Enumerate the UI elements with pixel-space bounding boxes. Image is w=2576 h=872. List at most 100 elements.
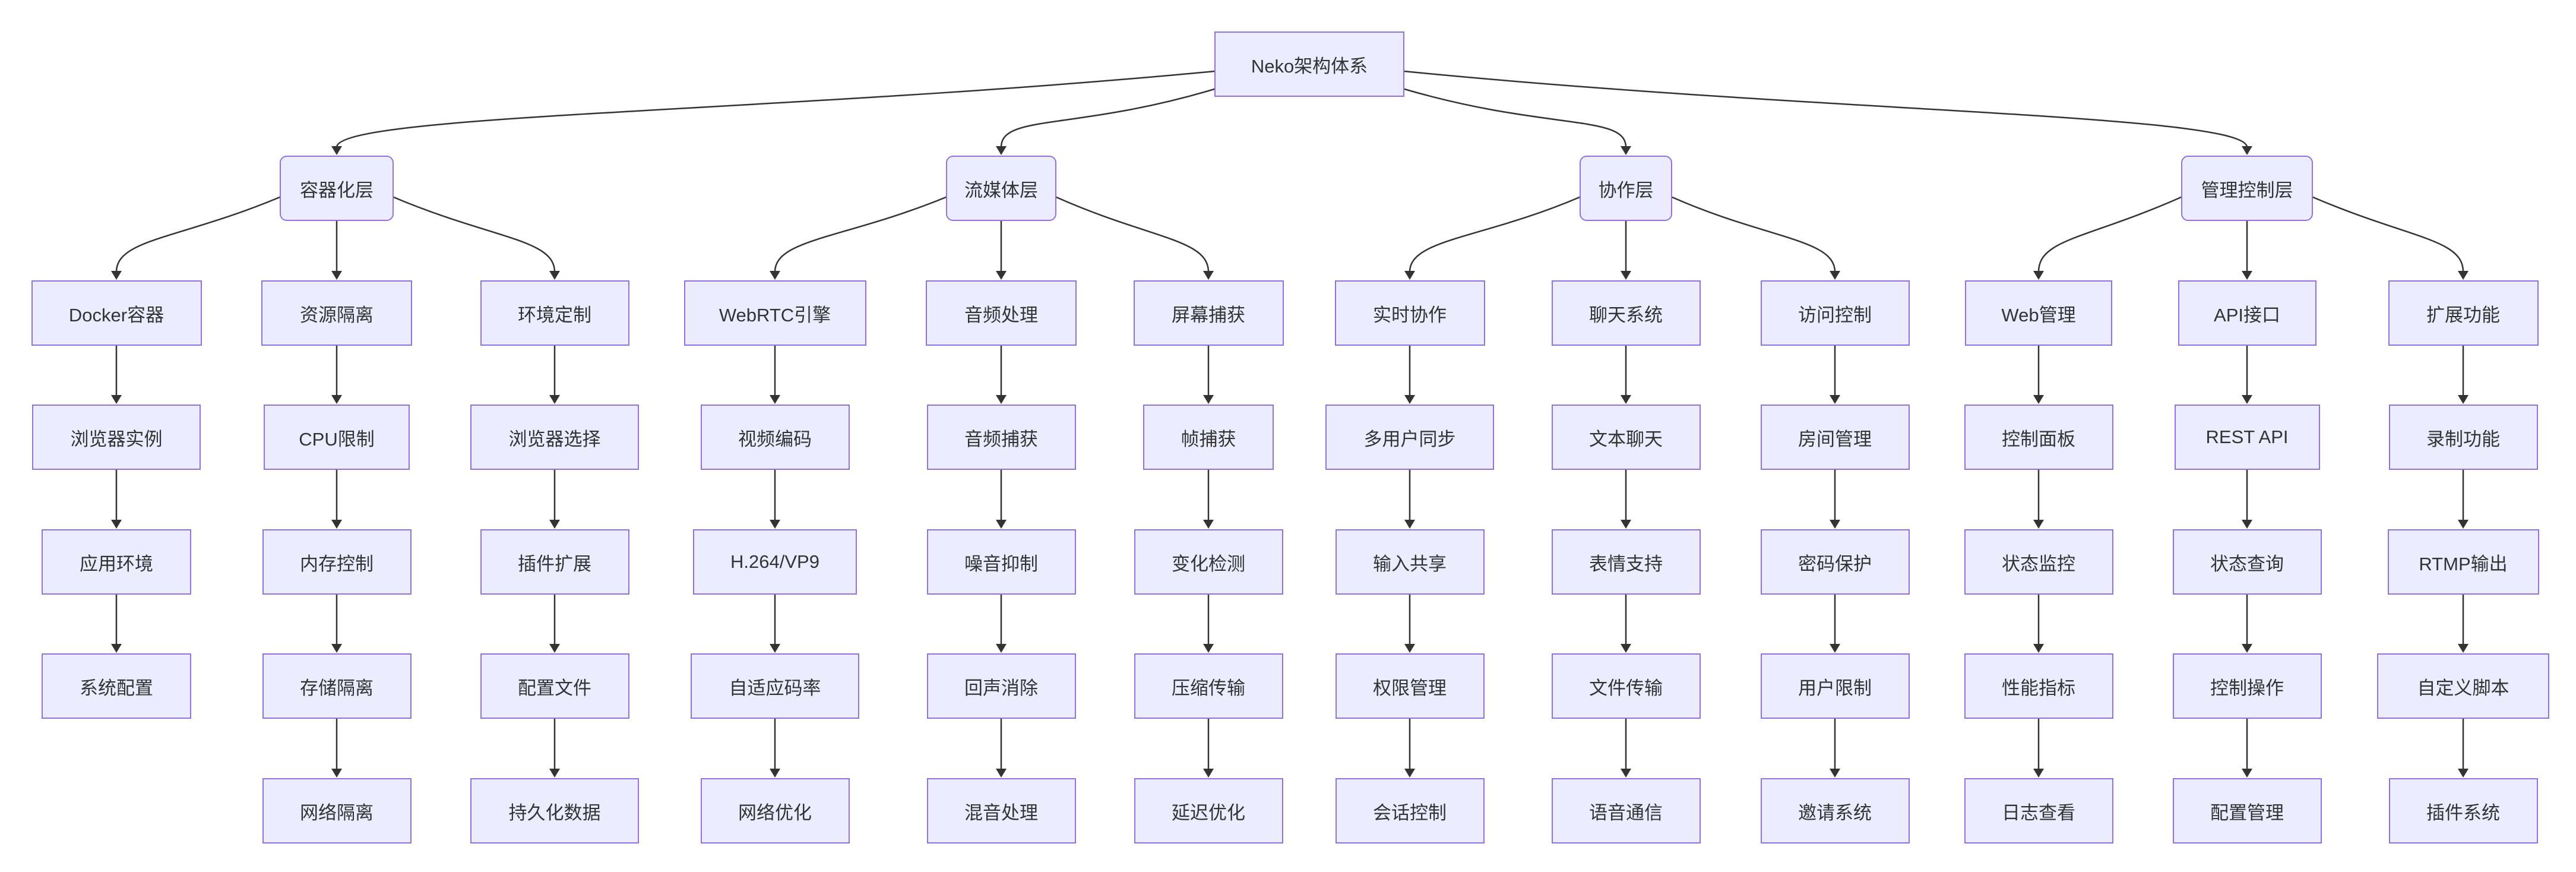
- node-frame-capture: 帧捕获: [1143, 405, 1274, 470]
- arrowhead-password-protection: [1830, 520, 1840, 529]
- node-noise-suppression: 噪音抑制: [926, 529, 1076, 595]
- arrowhead-session-control: [1404, 769, 1415, 778]
- node-label-extended-features: 扩展功能: [2426, 304, 2500, 326]
- node-label-config-management: 配置管理: [2210, 802, 2284, 823]
- arrowhead-realtime-collaboration: [1404, 271, 1415, 280]
- node-label-echo-cancellation: 回声消除: [964, 677, 1038, 699]
- node-rtmp-output: RTMP输出: [2387, 529, 2539, 595]
- node-label-change-detection: 变化检测: [1172, 553, 1245, 574]
- node-label-log-viewing: 日志查看: [2002, 802, 2075, 823]
- arrowhead-control-operations: [2242, 644, 2252, 653]
- node-room-management: 房间管理: [1760, 405, 1910, 470]
- node-label-permission-management: 权限管理: [1373, 677, 1447, 699]
- node-management-layer: 管理控制层: [2181, 156, 2313, 221]
- node-label-system-config: 系统配置: [80, 677, 153, 699]
- node-storage-isolation: 存储隔离: [262, 653, 412, 719]
- node-label-webrtc-engine: WebRTC引擎: [719, 304, 831, 326]
- node-input-sharing: 输入共享: [1335, 529, 1485, 595]
- node-streaming-layer: 流媒体层: [946, 156, 1056, 221]
- node-label-memory-control: 内存控制: [300, 553, 374, 574]
- node-label-app-environment: 应用环境: [80, 553, 153, 574]
- node-label-performance-metrics: 性能指标: [2002, 677, 2075, 699]
- node-config-management: 配置管理: [2172, 778, 2322, 843]
- arrowhead-control-panel: [2033, 395, 2044, 404]
- arrowhead-rest-api: [2242, 395, 2252, 404]
- edge-neko-architecture--collaboration-layer: [1403, 88, 1627, 149]
- node-control-panel: 控制面板: [1964, 405, 2113, 470]
- arrowhead-adaptive-bitrate: [770, 644, 780, 653]
- arrowhead-frame-capture: [1203, 395, 1214, 404]
- node-label-collaboration-layer: 协作层: [1598, 179, 1654, 201]
- arrowhead-log-viewing: [2033, 769, 2044, 778]
- arrowhead-change-detection: [1203, 520, 1214, 529]
- node-label-api-interface: API接口: [2214, 304, 2280, 326]
- node-label-browser-instance: 浏览器实例: [70, 428, 163, 450]
- node-label-audio-capture: 音频捕获: [964, 428, 1038, 450]
- node-custom-scripts: 自定义脚本: [2377, 653, 2549, 719]
- node-network-isolation: 网络隔离: [262, 778, 412, 843]
- node-audio-processing: 音频处理: [926, 280, 1077, 346]
- arrowhead-plugin-extension: [549, 520, 560, 529]
- arrowhead-performance-metrics: [2033, 644, 2044, 653]
- edge-neko-architecture--streaming-layer: [1000, 88, 1216, 149]
- arrowhead-browser-selection: [549, 395, 560, 404]
- node-label-realtime-collaboration: 实时协作: [1373, 304, 1447, 326]
- node-label-network-isolation: 网络隔离: [300, 802, 374, 823]
- node-recording-feature: 录制功能: [2388, 405, 2538, 470]
- arrowhead-persistent-data: [549, 769, 560, 778]
- arrowhead-custom-scripts: [2458, 644, 2469, 653]
- node-realtime-collaboration: 实时协作: [1334, 280, 1485, 346]
- node-h264-vp9: H.264/VP9: [693, 529, 857, 595]
- arrowhead-docker-container: [111, 271, 122, 280]
- node-label-env-customization: 环境定制: [518, 304, 591, 326]
- edge-collaboration-layer--access-control: [1671, 196, 1836, 273]
- node-label-network-optimization: 网络优化: [738, 802, 812, 823]
- node-cpu-limit: CPU限制: [264, 405, 410, 470]
- node-label-text-chat: 文本聊天: [1589, 428, 1663, 450]
- node-label-storage-isolation: 存储隔离: [300, 677, 374, 699]
- edge-streaming-layer--webrtc-engine: [774, 196, 947, 273]
- arrowhead-access-control: [1830, 271, 1840, 280]
- node-adaptive-bitrate: 自适应码率: [691, 653, 859, 719]
- arrowhead-rtmp-output: [2458, 520, 2469, 529]
- node-invite-system: 邀请系统: [1760, 778, 1910, 843]
- node-memory-control: 内存控制: [262, 529, 412, 595]
- arrowhead-cpu-limit: [331, 395, 342, 404]
- node-label-neko-architecture: Neko架构体系: [1251, 55, 1368, 77]
- node-label-rtmp-output: RTMP输出: [2419, 553, 2508, 574]
- node-emoji-support: 表情支持: [1551, 529, 1701, 595]
- node-multiuser-sync: 多用户同步: [1325, 405, 1494, 470]
- arrowhead-config-management: [2242, 769, 2252, 778]
- edge-neko-architecture--containerization-layer: [336, 70, 1216, 149]
- node-password-protection: 密码保护: [1760, 529, 1910, 595]
- arrowhead-plugin-system: [2458, 769, 2469, 778]
- edge-containerization-layer--docker-container: [115, 196, 281, 273]
- arrowhead-text-chat: [1621, 395, 1631, 404]
- arrowhead-status-monitoring: [2033, 520, 2044, 529]
- arrowhead-room-management: [1830, 395, 1840, 404]
- node-permission-management: 权限管理: [1335, 653, 1485, 719]
- edge-containerization-layer--env-customization: [393, 196, 556, 273]
- node-label-invite-system: 邀请系统: [1798, 802, 1872, 823]
- arrowhead-containerization-layer: [331, 146, 342, 155]
- node-label-status-monitoring: 状态监控: [2002, 553, 2075, 574]
- node-control-operations: 控制操作: [2172, 653, 2322, 719]
- node-system-config: 系统配置: [42, 653, 191, 719]
- node-neko-architecture: Neko架构体系: [1214, 31, 1404, 97]
- node-label-audio-mixing: 混音处理: [964, 802, 1038, 823]
- node-label-recording-feature: 录制功能: [2426, 428, 2500, 450]
- node-label-chat-system: 聊天系统: [1589, 304, 1663, 326]
- node-label-screen-capture: 屏幕捕获: [1172, 304, 1245, 326]
- arrowhead-user-limit: [1830, 644, 1840, 653]
- node-file-transfer: 文件传输: [1551, 653, 1701, 719]
- edge-collaboration-layer--realtime-collaboration: [1409, 196, 1581, 273]
- arrowhead-audio-processing: [996, 271, 1007, 280]
- node-label-h264-vp9: H.264/VP9: [730, 551, 819, 572]
- edge-streaming-layer--screen-capture: [1055, 196, 1210, 273]
- node-label-custom-scripts: 自定义脚本: [2417, 677, 2509, 699]
- node-api-interface: API接口: [2178, 280, 2316, 346]
- node-label-password-protection: 密码保护: [1798, 553, 1872, 574]
- arrowhead-emoji-support: [1621, 520, 1631, 529]
- node-label-input-sharing: 输入共享: [1373, 553, 1447, 574]
